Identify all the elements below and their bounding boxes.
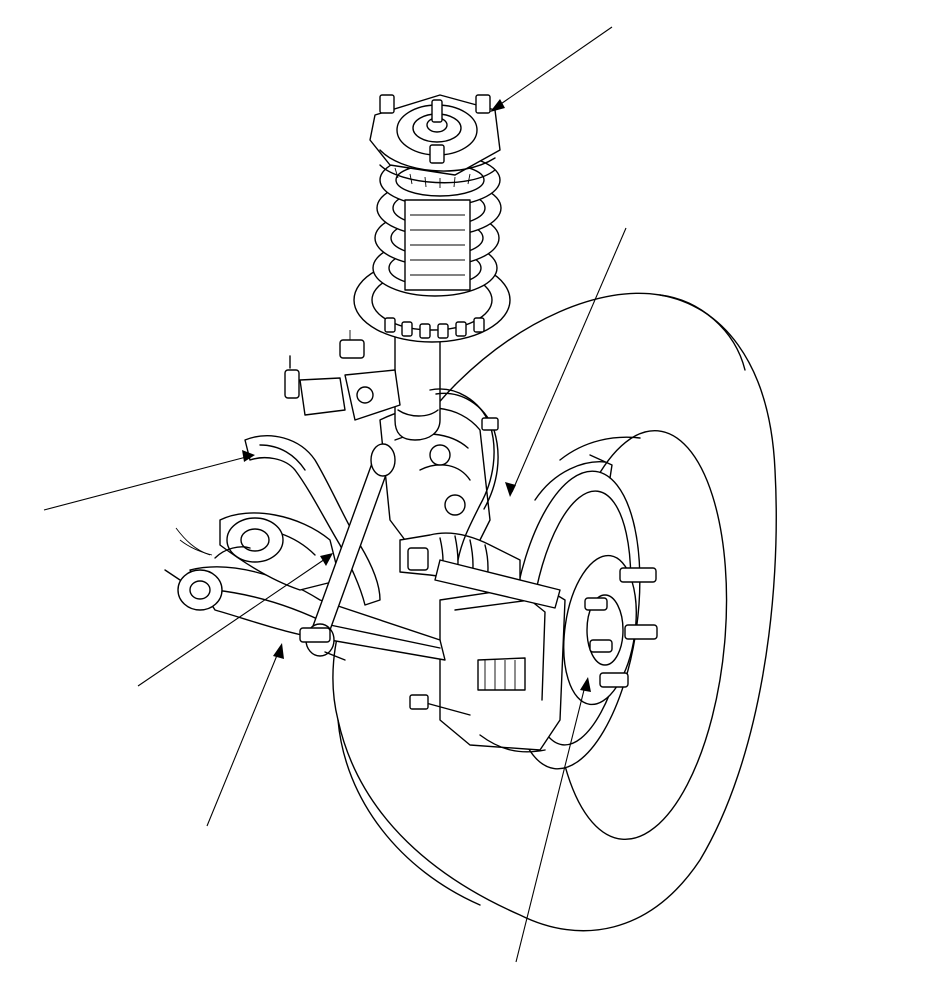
stabilizer-link-callout (137, 553, 333, 687)
stabilizer-link (299, 443, 396, 661)
brake-hose (429, 388, 499, 561)
arm-bushing-bolt (164, 527, 251, 611)
mount-bolt (379, 94, 491, 164)
leader-lines (43, 26, 627, 963)
stabilizer-bar-callout (43, 450, 255, 511)
brake-caliper (409, 584, 566, 753)
coil-spring (353, 153, 511, 343)
stabilizer-bar (244, 435, 381, 606)
lower-arm-callout (206, 643, 284, 827)
wheel-stud (584, 567, 658, 688)
wheel-hub (563, 554, 658, 706)
spring-seat-slots (384, 317, 485, 339)
drive-shaft (399, 532, 561, 609)
strut-body (284, 330, 441, 441)
strut-mount (369, 94, 501, 188)
wheel-stud-callout (515, 677, 591, 963)
brake-hose-callout (505, 227, 627, 497)
strut-mount-callout (490, 26, 613, 112)
